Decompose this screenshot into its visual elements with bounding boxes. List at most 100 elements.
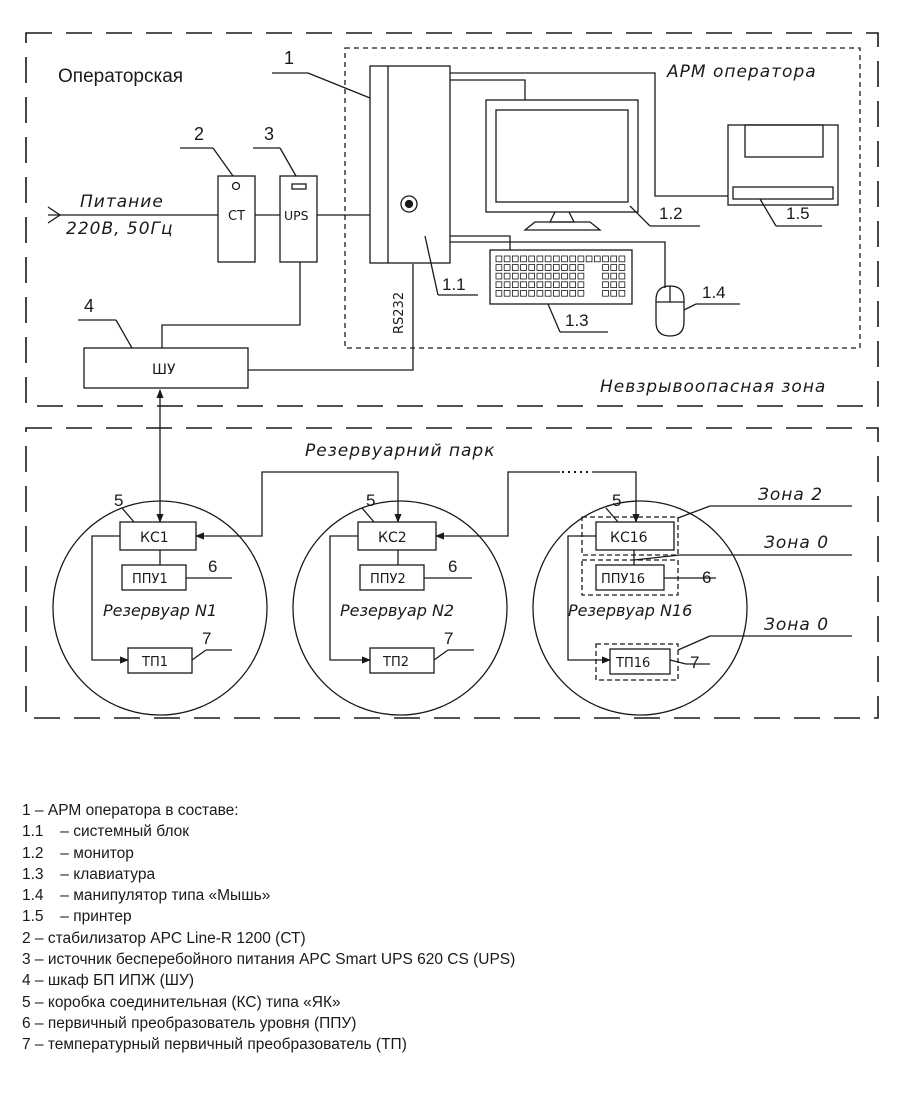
legend-code: 2 <box>22 929 31 947</box>
keyboard-key <box>544 272 552 280</box>
keyboard-key <box>512 289 519 297</box>
legend-text: клавиатура <box>73 865 156 883</box>
keyboard-key <box>602 264 609 271</box>
keyboard-key <box>503 255 511 263</box>
tank-park-label: Резервуарний парк <box>305 441 496 461</box>
tank-16-callout-7: 7 <box>690 653 699 672</box>
keyboard-key <box>495 264 503 271</box>
workstation-boundary <box>344 47 861 349</box>
legend-separator: – <box>30 993 48 1011</box>
tank-2-circle <box>292 500 508 716</box>
legend-item: 7 – температурный первичный преобразоват… <box>22 1034 882 1055</box>
legend-code: 1.5 <box>22 908 44 926</box>
legend-text: коробка соединительная (КС) типа «ЯК» <box>47 993 341 1011</box>
keyboard-key <box>512 272 519 280</box>
legend: 1 – АРМ оператора в составе:1.1 – систем… <box>22 800 882 1056</box>
keyboard-key <box>610 272 617 280</box>
keyboard-key <box>520 255 527 263</box>
legend-code: 1.2 <box>22 844 44 862</box>
legend-code: 1.3 <box>22 865 44 883</box>
legend-item: 1.1 – системный блок <box>22 821 882 842</box>
tank-2-name: Резервуар N2 <box>340 601 454 620</box>
operator-room-label: Операторская <box>58 66 183 87</box>
keyboard-box <box>489 249 633 305</box>
tank-2-callout-5: 5 <box>366 491 375 510</box>
keyboard-key <box>528 272 535 280</box>
legend-code: 7 <box>22 1036 31 1054</box>
legend-text: первичный преобразователь уровня (ППУ) <box>47 1014 357 1032</box>
keyboard-key <box>544 255 552 263</box>
keyboard-key <box>561 289 568 297</box>
tank-1-circle <box>52 500 268 716</box>
keyboard-key <box>553 281 560 288</box>
legend-code: 4 <box>22 972 31 990</box>
cabinet-box <box>83 347 249 389</box>
legend-item: 4 – шкаф БП ИПЖ (ШУ) <box>22 970 882 991</box>
keyboard-key <box>585 255 593 263</box>
tank-16-ppu: ППУ16 <box>601 572 645 587</box>
tank-2-ppu: ППУ2 <box>370 572 406 587</box>
legend-text: температурный первичный преобразователь … <box>47 1036 407 1054</box>
keyboard-key <box>553 272 560 280</box>
keyboard-key <box>512 255 519 263</box>
keyboard-key <box>528 281 535 288</box>
keyboard-key <box>618 281 626 288</box>
keyboard-key <box>536 272 544 280</box>
tank-16-name: Резервуар N16 <box>568 601 692 620</box>
legend-item: 2 – стабилизатор APC Line-R 1200 (СТ) <box>22 928 882 949</box>
tank-1-ks: КС1 <box>140 530 169 546</box>
tank-16-tp: ТП16 <box>615 656 650 671</box>
ups-display-icon <box>291 183 307 190</box>
tank-16-callout-6: 6 <box>702 568 711 587</box>
keyboard-key <box>528 264 535 271</box>
legend-separator: – <box>30 951 48 969</box>
tank-1-callout-6: 6 <box>208 557 217 576</box>
keyboard-key <box>520 264 527 271</box>
keyboard-keys <box>495 255 626 297</box>
keyboard-key <box>520 281 527 288</box>
legend-separator: – <box>30 1036 48 1054</box>
power-label-line2: 220В, 50Гц <box>66 219 174 239</box>
keyboard-key <box>561 255 568 263</box>
tank-16-callout-5: 5 <box>612 491 621 510</box>
keyboard-key <box>610 264 617 271</box>
legend-code: 1.1 <box>22 823 44 841</box>
legend-text: системный блок <box>73 823 190 841</box>
callout-4: 4 <box>84 296 94 316</box>
callout-1-1: 1.1 <box>442 275 466 294</box>
keyboard-key <box>618 255 626 263</box>
legend-text: монитор <box>73 844 134 862</box>
keyboard-key <box>544 281 552 288</box>
ups-label: UPS <box>284 208 309 223</box>
keyboard-key <box>536 255 544 263</box>
power-input-arrow-icon <box>47 206 62 224</box>
keyboard-key <box>561 281 568 288</box>
keyboard-key <box>618 272 626 280</box>
legend-text: АРМ оператора в составе: <box>47 802 239 819</box>
keyboard-key <box>528 255 535 263</box>
callout-1-5: 1.5 <box>786 204 810 223</box>
keyboard-key <box>618 264 626 271</box>
callout-1-3-line <box>547 303 561 333</box>
keyboard-key <box>610 255 617 263</box>
keyboard-key <box>561 272 568 280</box>
legend-separator: – <box>56 844 74 862</box>
keyboard-key <box>553 289 560 297</box>
monitor-box <box>485 99 639 213</box>
legend-code: 1.4 <box>22 887 44 905</box>
callout-1-4-line <box>683 303 697 311</box>
keyboard-key <box>610 281 617 288</box>
tank-2-callout-6: 6 <box>448 557 457 576</box>
keyboard-key <box>569 272 576 280</box>
tank-16-zone-tp: Зона 0 <box>764 615 829 635</box>
ups-box <box>279 175 318 263</box>
system-unit-box <box>369 65 451 264</box>
rs232-label: RS232 <box>392 292 407 334</box>
tank-16-zone-ppu: Зона 0 <box>764 533 829 553</box>
keyboard-key <box>561 264 568 271</box>
legend-code: 1 <box>22 802 31 819</box>
legend-item: 3 – источник бесперебойного питания APC … <box>22 949 882 970</box>
keyboard-key <box>618 289 626 297</box>
legend-item: 1 – АРМ оператора в составе: <box>22 800 882 821</box>
stabilizer-indicator-icon <box>231 181 241 191</box>
